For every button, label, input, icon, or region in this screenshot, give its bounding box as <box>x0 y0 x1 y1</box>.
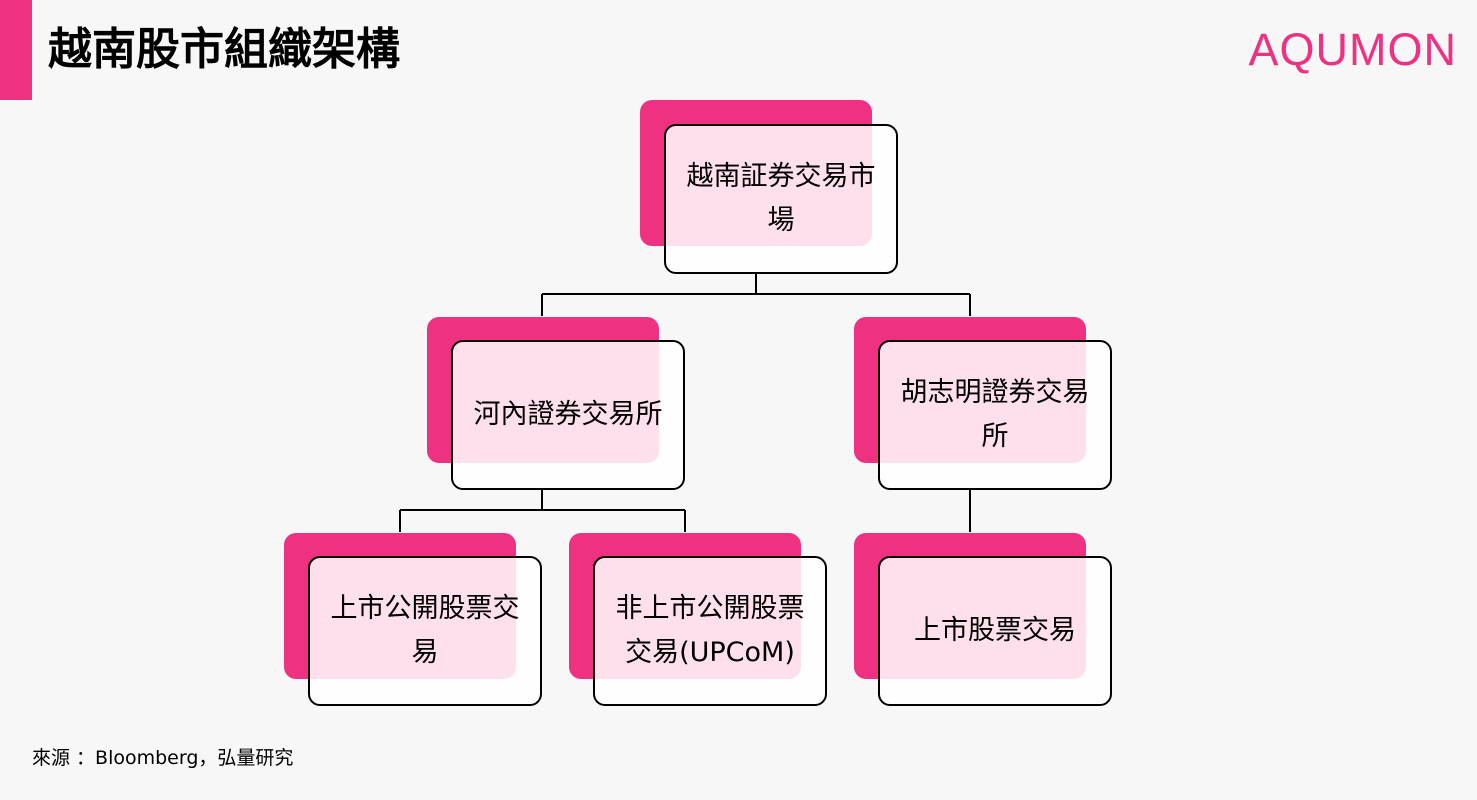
node-hose-box: 胡志明證券交易所 <box>878 340 1112 490</box>
source-note: 來源 ：Bloomberg，弘量研究 <box>32 747 294 769</box>
node-hnx-listed-label: 上市公開股票交易 <box>330 593 520 668</box>
node-hnx-upcom-box: 非上市公開股票交易(UPCoM) <box>593 556 827 706</box>
node-hose-listed-label: 上市股票交易 <box>914 615 1076 646</box>
title-accent-bar <box>0 0 32 100</box>
page-title: 越南股市組織架構 <box>48 24 400 75</box>
node-hose-label: 胡志明證券交易所 <box>900 377 1090 452</box>
node-hnx-upcom-label: 非上市公開股票交易(UPCoM) <box>615 593 805 668</box>
node-root-box: 越南証券交易市場 <box>664 124 898 274</box>
node-hnx-box: 河內證券交易所 <box>451 340 685 490</box>
node-hnx-label: 河內證券交易所 <box>473 399 663 430</box>
brand-logo: AQUMON <box>1248 24 1457 75</box>
node-root-label: 越南証券交易市場 <box>686 161 876 236</box>
node-hose-listed-box: 上市股票交易 <box>878 556 1112 706</box>
node-hnx-listed-box: 上市公開股票交易 <box>308 556 542 706</box>
